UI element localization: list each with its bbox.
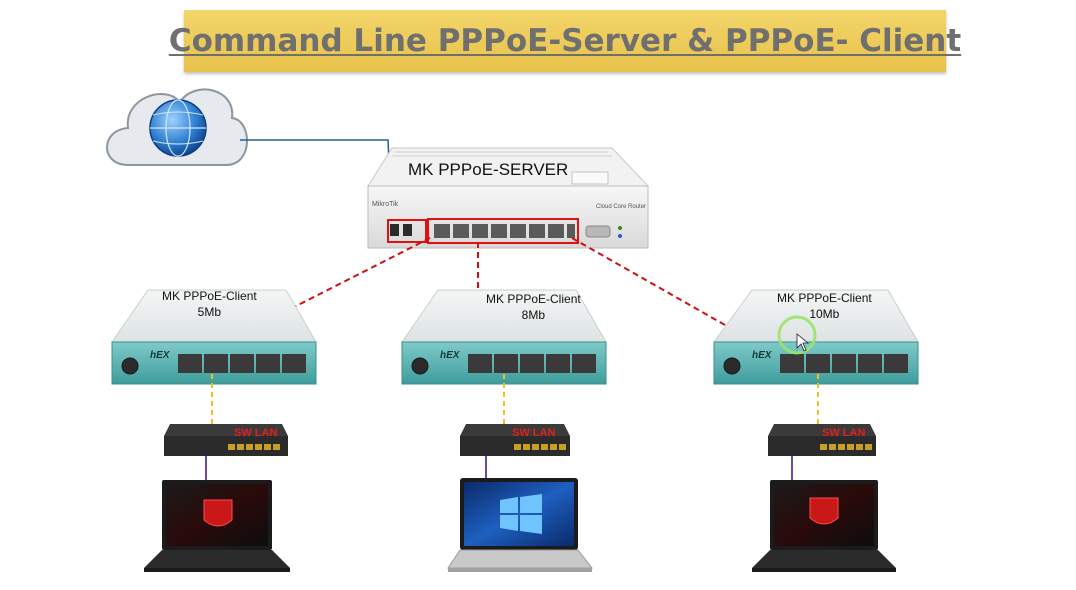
cursor-icon — [796, 333, 810, 352]
client-speed: 5Mb — [197, 305, 222, 319]
svg-text:hEX: hEX — [150, 350, 171, 361]
switch-label-3: SW LAN — [822, 427, 866, 439]
laptop-icon — [144, 480, 290, 572]
laptop-icon — [447, 478, 594, 572]
router-icon: MikroTik Cloud Core Router — [367, 147, 650, 249]
client-name: MK PPPoE-Client — [162, 289, 257, 303]
switch-icon — [460, 424, 570, 456]
switch-icon — [164, 424, 288, 456]
client-name: MK PPPoE-Client — [777, 291, 872, 305]
switch-icon — [768, 424, 876, 456]
svg-text:MikroTik: MikroTik — [372, 201, 399, 208]
server-panel-text: Cloud Core Router — [596, 204, 646, 210]
pppoe-link-1 — [185, 237, 431, 363]
svg-text:hEX: hEX — [440, 350, 461, 361]
title-banner: Command Line PPPoE-Server & PPPoE- Clien… — [169, 10, 961, 72]
client-speed: 8Mb — [521, 308, 546, 322]
switch-label-1: SW LAN — [234, 427, 278, 439]
client-name: MK PPPoE-Client — [486, 292, 581, 306]
switch-label-2: SW LAN — [512, 427, 556, 439]
svg-text:hEX: hEX — [752, 350, 773, 361]
client-router-2: hEX — [401, 289, 607, 385]
server-label: MK PPPoE-SERVER — [408, 160, 569, 179]
client-label-2: MK PPPoE-Client 8Mb — [486, 291, 581, 323]
client-label-1: MK PPPoE-Client 5Mb — [162, 288, 257, 320]
page-title: Command Line PPPoE-Server & PPPoE- Clien… — [168, 23, 962, 59]
cloud-globe-icon — [106, 88, 248, 166]
client-label-3: MK PPPoE-Client 10Mb — [777, 290, 872, 322]
pppoe-link-3 — [571, 237, 791, 363]
client-speed: 10Mb — [809, 307, 840, 321]
client-router-1: hEX — [111, 289, 317, 385]
highlight-circle — [777, 315, 817, 355]
lan-links — [211, 374, 819, 436]
client-router-3: hEX — [713, 289, 919, 385]
server-ethernet-ports — [434, 224, 575, 238]
laptop-icon — [752, 480, 896, 572]
